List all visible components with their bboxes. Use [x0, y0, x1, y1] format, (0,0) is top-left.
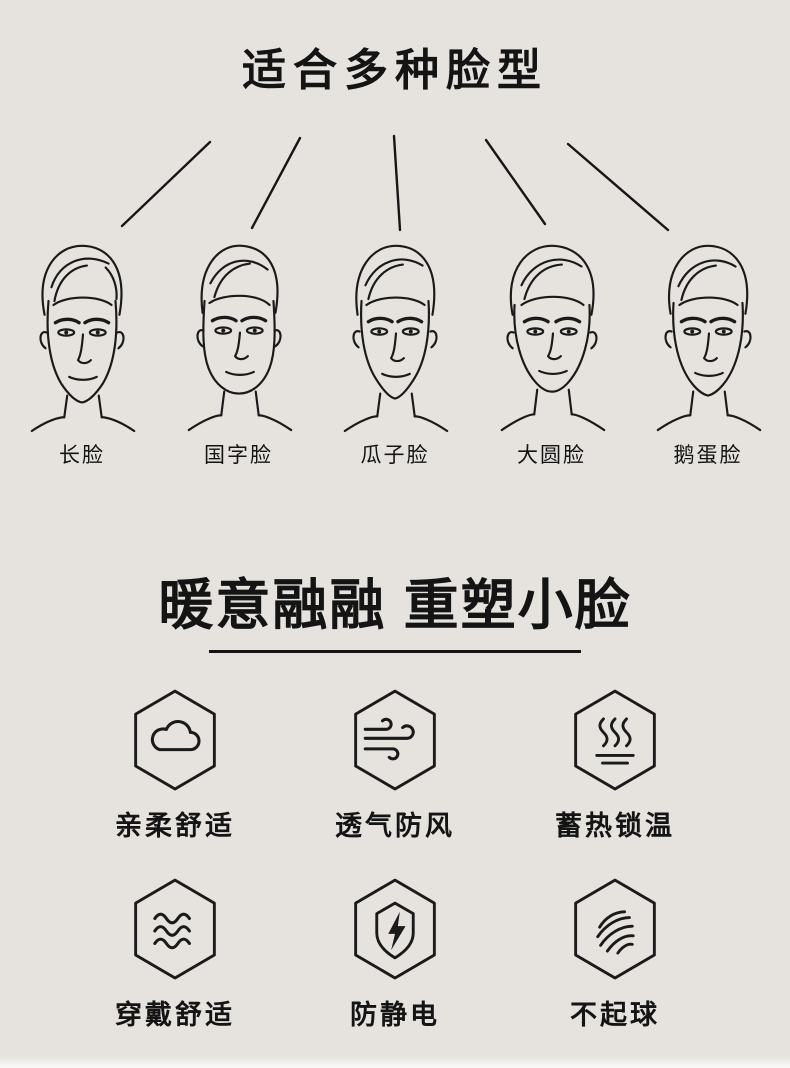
waves-icon	[134, 878, 216, 980]
divider-line	[209, 650, 581, 653]
face-round-illustration	[500, 244, 605, 432]
face-types-row: 长脸	[6, 236, 784, 469]
face-long-illustration	[30, 244, 136, 433]
pointer-line	[392, 134, 402, 232]
cloud-icon	[134, 689, 216, 791]
feature-wear-comfort: 穿戴舒适	[65, 877, 285, 1032]
pointer-line	[120, 140, 212, 228]
face-type-round: 大圆脸	[476, 236, 628, 469]
feature-grid: 亲柔舒适 透气防风	[65, 688, 725, 1066]
lightning-shield-icon	[354, 878, 436, 980]
face-type-label: 长脸	[59, 444, 105, 467]
feature-label: 亲柔舒适	[115, 811, 235, 841]
feature-no-pilling: 不起球	[505, 877, 725, 1032]
face-egg-illustration	[656, 244, 762, 432]
feature-label: 穿戴舒适	[115, 1000, 235, 1030]
face-oval-illustration	[343, 244, 449, 433]
feature-label: 蓄热锁温	[555, 811, 675, 841]
face-type-label: 大圆脸	[517, 444, 586, 467]
feature-label: 防静电	[350, 1000, 440, 1030]
pointer-line	[566, 142, 670, 232]
face-type-square: 国字脸	[163, 236, 315, 469]
feature-anti-static: 防静电	[285, 877, 505, 1032]
feature-label: 透气防风	[335, 811, 455, 841]
heat-icon	[574, 689, 656, 791]
face-type-long: 长脸	[6, 236, 158, 469]
feature-breathable-windproof: 透气防风	[285, 688, 505, 843]
face-type-label: 瓜子脸	[360, 444, 430, 467]
feature-label: 不起球	[570, 1000, 660, 1030]
face-type-oval: 瓜子脸	[319, 236, 471, 469]
slogan-title: 暖意融融 重塑小脸	[158, 574, 632, 636]
face-square-illustration	[187, 244, 292, 432]
feature-soft-comfort: 亲柔舒适	[65, 688, 285, 843]
feature-heat-lock: 蓄热锁温	[505, 688, 725, 843]
pointer-line	[250, 136, 302, 230]
wind-icon	[354, 689, 436, 791]
fabric-texture-icon	[574, 878, 656, 980]
pointer-line	[484, 138, 547, 226]
face-type-label: 鹅蛋脸	[673, 444, 743, 467]
face-type-egg: 鹅蛋脸	[632, 236, 784, 469]
pointer-lines	[120, 134, 670, 232]
face-type-label: 国字脸	[204, 444, 273, 467]
page-title: 适合多种脸型	[242, 46, 548, 95]
